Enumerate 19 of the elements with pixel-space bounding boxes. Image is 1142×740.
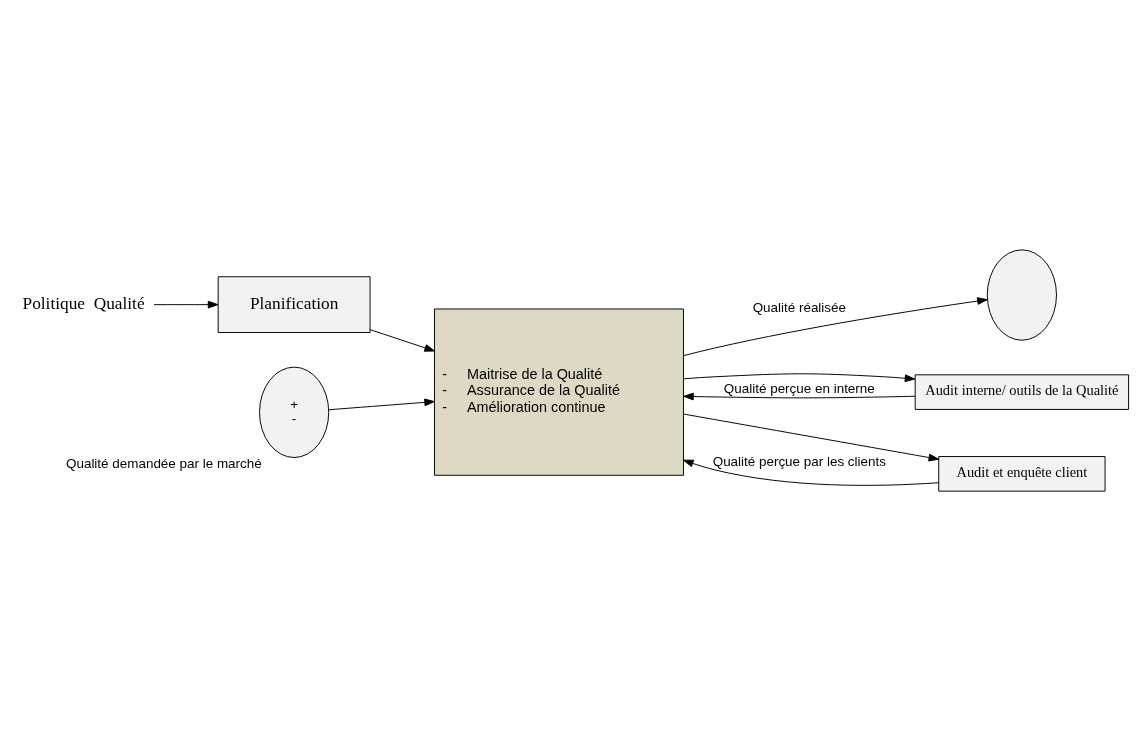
arrow bbox=[369, 328, 435, 352]
node-ellipse: + - bbox=[259, 366, 330, 458]
edge-label: Qualité perçue en interne bbox=[723, 380, 875, 396]
node-box: - Maitrise de la Qualité - Assurance de la Qualité - Amélioration continue bbox=[434, 308, 684, 476]
edge-label: Qualité perçue par les clients bbox=[712, 453, 886, 469]
arrow bbox=[153, 300, 219, 308]
arrow bbox=[683, 459, 940, 486]
node-text: Politique Qualité bbox=[22, 293, 145, 313]
arrow bbox=[683, 413, 940, 461]
edge-label: Qualité réalisée bbox=[752, 299, 847, 315]
arrow bbox=[328, 398, 435, 410]
node-circle bbox=[986, 248, 1057, 341]
arrow bbox=[683, 392, 916, 400]
arrow bbox=[683, 296, 988, 356]
node-box: Audit et enquête client bbox=[938, 455, 1106, 492]
arrow bbox=[683, 372, 916, 382]
node-box: Audit interne/ outils de la Qualité bbox=[914, 373, 1130, 410]
node-box: Planification bbox=[217, 275, 371, 333]
node-label: Qualité demandée par le marché bbox=[65, 455, 262, 471]
